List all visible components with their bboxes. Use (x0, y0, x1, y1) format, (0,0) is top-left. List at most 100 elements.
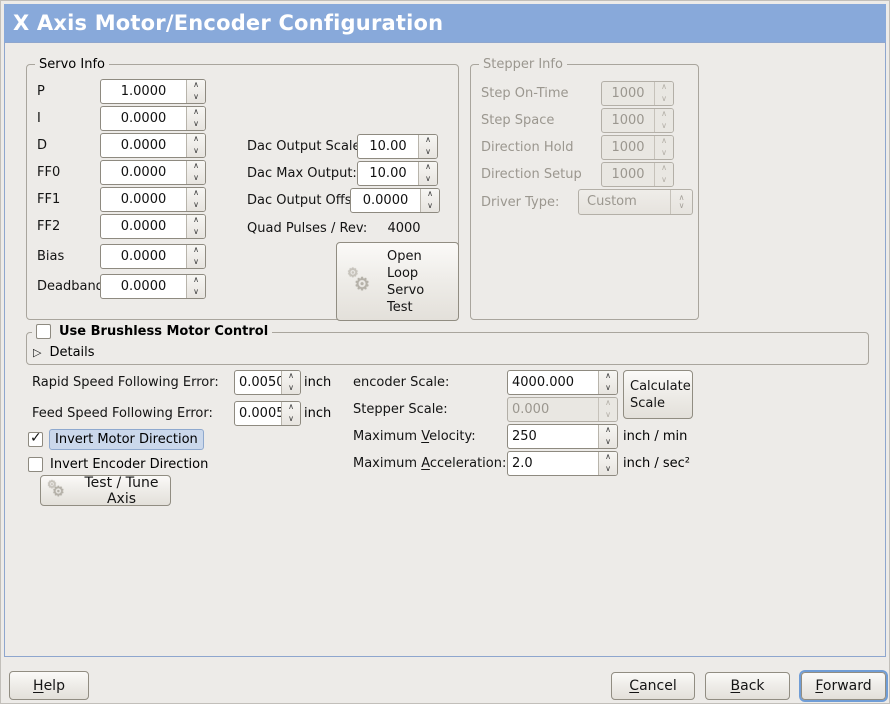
step-space-label: Step Space (481, 113, 555, 128)
spinner-arrows[interactable]: ∧∨ (186, 107, 205, 130)
spinner-arrows: ∧∨ (598, 398, 617, 421)
spin-up-icon: ∧ (193, 275, 199, 284)
max-velocity-unit: inch / min (623, 429, 688, 444)
driver-type-value: Custom (587, 194, 637, 209)
forward-button[interactable]: Forward (801, 672, 886, 700)
spinner-arrows[interactable]: ∧∨ (598, 371, 617, 394)
spin-down-icon: ∨ (288, 413, 294, 423)
feed-following-error-spinbox[interactable]: 0.0005 ∧∨ (234, 401, 301, 426)
spin-down-icon: ∨ (605, 382, 611, 392)
servo-param-spinbox-bias[interactable]: 0.0000 ∧∨ (100, 244, 206, 269)
spin-down-icon: ∨ (193, 256, 199, 266)
max-velocity-spinbox[interactable]: 250 ∧∨ (507, 424, 618, 449)
servo-param-label-ff0: FF0 (37, 165, 61, 180)
dac-output-scale-spinbox[interactable]: 10.00 ∧∨ (357, 134, 438, 159)
servo-param-spinbox-ff1[interactable]: 0.0000 ∧∨ (100, 187, 206, 212)
max-velocity-label: Maximum Velocity: (353, 429, 476, 444)
spinner-arrows[interactable]: ∧∨ (186, 188, 205, 211)
rapid-following-error-spinbox[interactable]: 0.0050 ∧∨ (234, 370, 301, 395)
dac-max-output-label: Dac Max Output: (247, 166, 357, 181)
rapid-following-error-unit: inch (304, 375, 332, 390)
spin-up-icon: ∧ (661, 163, 667, 172)
spin-down-icon: ∨ (661, 174, 667, 184)
spin-up-icon: ∧ (425, 135, 431, 144)
spin-up-icon: ∧ (605, 425, 611, 434)
help-button-label: Help (33, 677, 65, 694)
max-acceleration-spinbox[interactable]: 2.0 ∧∨ (507, 451, 618, 476)
spin-up-icon: ∧ (661, 136, 667, 145)
spinner-arrows[interactable]: ∧∨ (186, 245, 205, 268)
rapid-following-error-label: Rapid Speed Following Error: (32, 375, 219, 390)
spin-up-icon: ∧ (288, 371, 294, 380)
invert-motor-direction-checkbox[interactable] (28, 430, 43, 447)
spin-down-icon: ∨ (425, 146, 431, 156)
stepper-info-frame-label: Stepper Info (479, 56, 567, 73)
servo-param-label-bias: Bias (37, 249, 65, 264)
spin-up-icon: ∧ (193, 245, 199, 254)
encoder-scale-spinbox[interactable]: 4000.000 ∧∨ (507, 370, 618, 395)
spinner-arrows: ∧∨ (654, 136, 673, 159)
spinner-arrows[interactable]: ∧∨ (186, 275, 205, 298)
calculate-scale-button[interactable]: Calculate Scale (623, 370, 693, 419)
spin-up-icon: ∧ (661, 82, 667, 91)
spin-up-icon: ∧ (605, 371, 611, 380)
test-tune-axis-button[interactable]: ⚙ ⚙ Test / Tune Axis (40, 475, 171, 507)
details-label: Details (49, 345, 95, 360)
servo-param-spinbox-ff0[interactable]: 0.0000 ∧∨ (100, 160, 206, 185)
servo-param-spinbox-i[interactable]: 0.0000 ∧∨ (100, 106, 206, 131)
dac-output-offset-spinbox[interactable]: 0.0000 ∧∨ (350, 188, 440, 213)
driver-type-combobox: Custom ∧∨ (578, 189, 693, 215)
spinner-arrows[interactable]: ∧∨ (418, 135, 437, 158)
back-button-label: Back (730, 678, 765, 694)
servo-param-spinbox-deadband[interactable]: 0.0000 ∧∨ (100, 274, 206, 299)
spin-up-icon: ∧ (193, 215, 199, 224)
spin-up-icon: ∧ (193, 188, 199, 197)
quad-pulses-label: Quad Pulses / Rev: (247, 221, 368, 236)
invert-encoder-direction-checkbox[interactable] (28, 457, 43, 472)
invert-encoder-direction-label[interactable]: Invert Encoder Direction (50, 457, 209, 472)
direction-hold-label: Direction Hold (481, 140, 574, 155)
spin-down-icon: ∨ (661, 93, 667, 103)
max-acceleration-unit: inch / sec² (623, 456, 691, 471)
servo-param-spinbox-d[interactable]: 0.0000 ∧∨ (100, 133, 206, 158)
servo-param-spinbox-p[interactable]: 1.0000 ∧∨ (100, 79, 206, 104)
use-brushless-label: Use Brushless Motor Control (59, 324, 269, 339)
open-loop-servo-test-button[interactable]: ⚙ ⚙ Open Loop Servo Test (336, 242, 459, 321)
servo-param-label-ff2: FF2 (37, 219, 61, 234)
servo-param-spinbox-ff2[interactable]: 0.0000 ∧∨ (100, 214, 206, 239)
servo-param-label-ff1: FF1 (37, 192, 61, 207)
back-button[interactable]: Back (705, 672, 790, 700)
spin-up-icon: ∧ (193, 161, 199, 170)
brushless-frame-header: Use Brushless Motor Control (32, 323, 273, 340)
spinner-arrows[interactable]: ∧∨ (598, 452, 617, 475)
spin-up-icon: ∧ (425, 162, 431, 171)
spinner-arrows[interactable]: ∧∨ (420, 189, 439, 212)
feed-following-error-label: Feed Speed Following Error: (32, 406, 213, 421)
gears-icon: ⚙ ⚙ (347, 265, 371, 295)
feed-following-error-unit: inch (304, 406, 332, 421)
cancel-button[interactable]: Cancel (611, 672, 695, 700)
spinner-arrows[interactable]: ∧∨ (186, 161, 205, 184)
invert-motor-direction-label[interactable]: Invert Motor Direction (49, 429, 204, 450)
dac-max-output-spinbox[interactable]: 10.00 ∧∨ (357, 161, 438, 186)
spinner-arrows[interactable]: ∧∨ (186, 80, 205, 103)
use-brushless-checkbox[interactable] (36, 324, 51, 339)
spinner-arrows[interactable]: ∧∨ (186, 134, 205, 157)
direction-setup-label: Direction Setup (481, 167, 582, 182)
stepper-scale-label: Stepper Scale: (353, 402, 448, 417)
spinner-arrows[interactable]: ∧∨ (186, 215, 205, 238)
dac-output-scale-label: Dac Output Scale: (247, 139, 365, 154)
spinner-arrows[interactable]: ∧∨ (281, 402, 300, 425)
spin-down-icon: ∨ (288, 382, 294, 392)
spin-down-icon: ∨ (605, 409, 611, 419)
details-expander[interactable]: ▷ Details (33, 345, 95, 360)
spin-down-icon: ∨ (661, 120, 667, 130)
forward-button-label: Forward (815, 678, 872, 694)
spinner-arrows[interactable]: ∧∨ (598, 425, 617, 448)
direction-setup-spinbox: 1000 ∧∨ (601, 162, 674, 187)
help-button[interactable]: Help (9, 671, 89, 700)
spinner-arrows[interactable]: ∧∨ (418, 162, 437, 185)
servo-info-frame: Servo Info P 1.0000 ∧∨ I 0.0000 ∧∨ D 0.0… (26, 56, 459, 321)
spinner-arrows[interactable]: ∧∨ (281, 371, 300, 394)
